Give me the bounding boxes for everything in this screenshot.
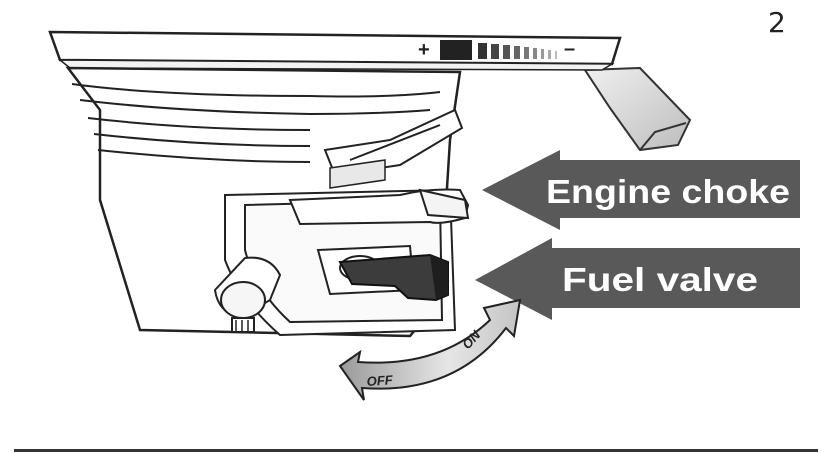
throttle-minus-sign: – (564, 38, 575, 60)
fuel-fitting (213, 256, 282, 333)
cooling-fins (71, 83, 441, 163)
throttle-scale: + – (418, 38, 575, 61)
choke-callout-label: Engine choke (546, 173, 790, 210)
bottom-divider (14, 449, 818, 452)
choke-lever (288, 108, 470, 226)
fuel-valve (316, 244, 449, 302)
carry-handle (583, 66, 692, 152)
top-plate (48, 30, 622, 71)
step-number: 2 (768, 6, 786, 39)
throttle-plus-sign: + (418, 39, 430, 61)
fuel-callout-arrow: Fuel valve (475, 238, 800, 320)
choke-callout-arrow: Engine choke (482, 150, 800, 230)
fuel-callout-label: Fuel valve (562, 261, 758, 298)
off-label: OFF (366, 372, 394, 389)
